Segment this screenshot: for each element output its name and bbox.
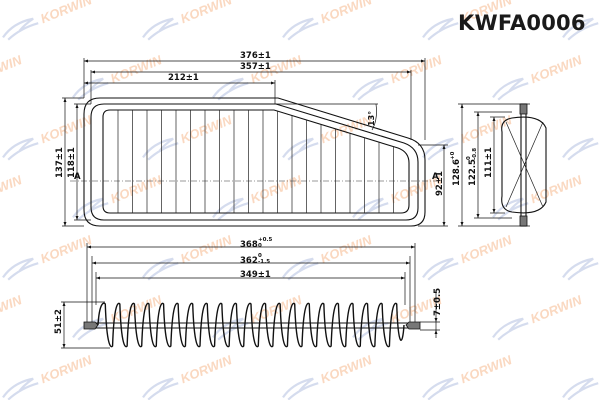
side-view: 368 +0.5 0 362 0 -1.5 349±1 — [54, 237, 443, 349]
svg-text:122.5: 122.5 — [468, 159, 478, 186]
svg-text:KORWIN: KORWIN — [108, 52, 164, 86]
svg-text:KORWIN: KORWIN — [388, 52, 444, 86]
svg-text:KORWIN: KORWIN — [0, 52, 24, 86]
svg-text:KORWIN: KORWIN — [178, 112, 234, 146]
seal-top — [519, 103, 528, 115]
svg-text:KORWIN: KORWIN — [458, 112, 514, 146]
dim-angle: 13° — [367, 111, 376, 126]
dim-overall-length: 376±1 — [240, 51, 271, 61]
svg-text:KORWIN: KORWIN — [0, 172, 24, 206]
filter-media-outline — [102, 109, 410, 214]
svg-text:KORWIN: KORWIN — [318, 232, 374, 266]
inner-frame-outline — [90, 103, 419, 221]
svg-text:KORWIN: KORWIN — [38, 112, 94, 146]
svg-text:0: 0 — [258, 253, 262, 259]
svg-text:+0: +0 — [450, 151, 456, 160]
seal-right — [405, 321, 421, 330]
dim-inner-length: 357±1 — [240, 62, 271, 72]
svg-text:368: 368 — [240, 240, 258, 250]
svg-text:+0.5: +0.5 — [258, 237, 273, 243]
svg-text:KORWIN: KORWIN — [178, 0, 234, 26]
seal-bottom — [519, 215, 528, 227]
outer-frame-outline — [83, 97, 426, 227]
section-marker-right: A — [432, 172, 439, 182]
svg-text:KORWIN: KORWIN — [528, 292, 584, 326]
svg-text:0: 0 — [258, 243, 262, 249]
section-marker-left: A — [74, 172, 81, 182]
dim-seal-height: 122.5 0 -0.8 — [466, 148, 478, 186]
end-view: 128.6 +0 122.5 0 -0.8 111±1 — [450, 103, 547, 227]
svg-text:KORWIN: KORWIN — [458, 352, 514, 386]
dim-media-height: 111±1 — [484, 147, 494, 178]
svg-text:KORWIN: KORWIN — [318, 112, 374, 146]
part-number-title: KWFA0006 — [458, 11, 586, 35]
dim-media-length: 349±1 — [240, 270, 271, 280]
svg-text:KORWIN: KORWIN — [178, 232, 234, 266]
dim-overall-width: 137±1 — [55, 147, 65, 178]
svg-text:KORWIN: KORWIN — [38, 0, 94, 26]
dim-seal-thickness: 7±0.5 — [433, 288, 443, 316]
svg-text:KORWIN: KORWIN — [598, 0, 600, 26]
svg-text:KORWIN: KORWIN — [528, 52, 584, 86]
dim-seal-length: 362 0 -1.5 — [240, 253, 270, 266]
dim-frame-length: 368 +0.5 0 — [240, 237, 273, 250]
svg-text:KORWIN: KORWIN — [248, 172, 304, 206]
pleat-zigzag — [97, 302, 405, 348]
svg-text:KORWIN: KORWIN — [38, 352, 94, 386]
svg-text:KORWIN: KORWIN — [38, 232, 94, 266]
dim-short-end-height: 92±1 — [435, 171, 445, 196]
svg-text:KORWIN: KORWIN — [0, 292, 24, 326]
dim-straight-section: 212±1 — [168, 73, 199, 83]
svg-text:KORWIN: KORWIN — [318, 352, 374, 386]
dim-pleat-depth: 51±2 — [54, 309, 64, 334]
svg-text:KORWIN: KORWIN — [528, 172, 584, 206]
svg-text:KORWIN: KORWIN — [318, 0, 374, 26]
svg-text:362: 362 — [240, 256, 258, 266]
svg-text:128.6: 128.6 — [452, 159, 462, 186]
svg-text:-0.8: -0.8 — [472, 148, 478, 160]
svg-text:KORWIN: KORWIN — [108, 292, 164, 326]
dim-outer-height: 128.6 +0 — [450, 151, 462, 186]
svg-text:-1.5: -1.5 — [258, 259, 270, 265]
seal-left — [83, 321, 99, 330]
end-frame-plate — [520, 103, 527, 227]
pleat-lines — [117, 110, 394, 213]
end-media-profile — [501, 116, 547, 214]
dim-inner-width: 118±1 — [67, 147, 77, 178]
top-view: A A 376±1 357±1 212±1 13° 137±1 — [55, 51, 448, 227]
svg-text:0: 0 — [466, 156, 472, 160]
svg-text:KORWIN: KORWIN — [178, 352, 234, 386]
svg-text:KORWIN: KORWIN — [458, 232, 514, 266]
svg-text:KORWIN: KORWIN — [108, 172, 164, 206]
